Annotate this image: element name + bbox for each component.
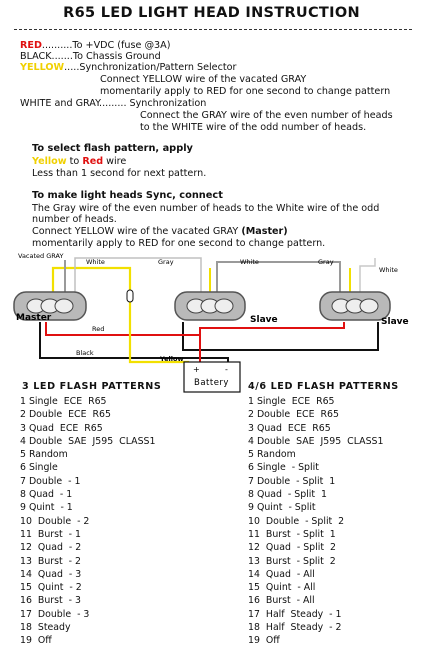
pattern-item: 5 Random: [20, 449, 68, 461]
pattern-item: 10 Double - 2: [20, 515, 90, 527]
red-wire: [45, 322, 345, 336]
pattern-item: 1 Single ECE R65: [248, 396, 335, 407]
select-wire: wire: [103, 156, 127, 167]
pattern-item: 1 Single ECE R65: [20, 396, 107, 407]
sync-line-1: The Gray wire of the even number of head…: [32, 203, 380, 214]
pattern-item: 2 Double ECE R65: [248, 409, 339, 421]
sync-heading: To make light heads Sync, connect: [32, 190, 223, 201]
white-wire-3: [359, 258, 376, 300]
label-vacated-gray: Vacated GRAY: [18, 252, 63, 260]
patterns-46led-heading: 4/6 LED FLASH PATTERNS: [248, 381, 399, 392]
pattern-item: 19 Off: [248, 635, 280, 647]
black-wire-2: [182, 322, 379, 351]
select-pattern-heading: To select flash pattern, apply: [32, 143, 193, 154]
pattern-item: 9 Quint - Split: [248, 502, 316, 514]
pattern-item: 2 Double ECE R65: [20, 409, 111, 421]
select-yellow: Yellow: [32, 156, 67, 167]
light-head-slave-2: [319, 291, 391, 321]
white-gray-line: WHITE and GRAY......... Synchronization: [20, 98, 207, 109]
wiring-diagram: Vacated GRAY White Gray White Gray White…: [13, 252, 409, 393]
red-wire-line: RED..........To +VDC (fuse @3A): [20, 40, 170, 52]
label-master: Master: [16, 313, 52, 323]
pattern-item: 14 Quad - All: [248, 568, 315, 580]
pattern-item: 17 Half Steady - 1: [248, 608, 342, 620]
sync-line-3: Connect YELLOW wire of the vacated GRAY …: [32, 226, 288, 238]
battery-minus: -: [225, 365, 228, 374]
pattern-item: 8 Quad - Split 1: [248, 489, 327, 501]
pattern-item: 18 Half Steady - 2: [248, 622, 342, 634]
pattern-item: 3 Quad ECE R65: [248, 422, 331, 434]
pattern-item: 11 Burst - Split 1: [248, 528, 336, 540]
red-wire-label: RED: [20, 40, 42, 51]
pattern-item: 7 Double - 1: [20, 475, 81, 487]
sync-master-tag: (Master): [241, 226, 288, 237]
white-gray-note-2: to the WHITE wire of the odd number of h…: [140, 122, 367, 133]
light-head-master: [13, 291, 87, 321]
label-white-2: White: [240, 258, 259, 266]
white-gray-note-1: Connect the GRAY wire of the even number…: [140, 110, 393, 121]
yellow-note-1: Connect YELLOW wire of the vacated GRAY: [100, 74, 307, 85]
fuse: [126, 289, 134, 303]
label-black: Black: [76, 349, 94, 357]
battery-label: Battery: [194, 378, 229, 388]
pattern-item: 6 Single - Split: [248, 462, 319, 474]
pattern-item: 5 Random: [248, 449, 296, 461]
label-red: Red: [92, 325, 104, 333]
gray-wire-2: [216, 261, 341, 300]
sync-line-2: number of heads.: [32, 214, 117, 225]
pattern-item: 8 Quad - 1: [20, 489, 73, 501]
title-divider: [14, 29, 412, 30]
pattern-item: 11 Burst - 1: [20, 528, 81, 540]
sync-line-4: momentarily apply to RED for one second …: [32, 238, 326, 249]
light-head-slave-1: [174, 291, 246, 321]
pattern-item: 6 Single: [20, 462, 58, 474]
yellow-wire-label: YELLOW: [20, 62, 65, 73]
pattern-item: 9 Quint - 1: [20, 502, 73, 514]
pattern-item: 4 Double SAE J595 CLASS1: [20, 435, 156, 447]
pattern-item: 16 Burst - All: [248, 595, 315, 607]
pattern-item: 3 Quad ECE R65: [20, 422, 103, 434]
select-pattern-note: Less than 1 second for next pattern.: [32, 168, 207, 179]
sync-line-3-text: Connect YELLOW wire of the vacated GRAY: [32, 226, 242, 237]
red-wire-text: ..........To +VDC (fuse @3A): [41, 40, 171, 51]
battery: [183, 361, 241, 393]
pattern-item: 13 Burst - 2: [20, 555, 81, 567]
pattern-item: 15 Quint - 2: [20, 582, 82, 594]
yellow-wire-text: .....Synchronization/Pattern Selector: [64, 62, 237, 73]
pattern-item: 18 Steady: [20, 622, 71, 634]
label-white-1: White: [86, 258, 105, 266]
pattern-item: 4 Double SAE J595 CLASS1: [248, 435, 384, 447]
pattern-item: 15 Quint - All: [248, 582, 316, 594]
yellow-wire-line: YELLOW.....Synchronization/Pattern Selec…: [20, 62, 236, 74]
pattern-item: 12 Quad - 2: [20, 542, 82, 554]
label-yellow: Yellow: [159, 355, 183, 363]
pattern-item: 17 Double - 3: [20, 608, 90, 620]
label-slave-1: Slave: [250, 315, 278, 325]
pattern-item: 13 Burst - Split 2: [248, 555, 336, 567]
label-slave-2: Slave: [381, 317, 409, 327]
label-white-3: White: [379, 266, 398, 274]
pattern-item: 19 Off: [20, 635, 52, 647]
pattern-item: 14 Quad - 3: [20, 568, 82, 580]
battery-plus: +: [193, 365, 200, 374]
label-gray-2: Gray: [318, 258, 334, 266]
yellow-note-2: momentarily apply to RED for one second …: [100, 86, 391, 97]
label-gray-1: Gray: [158, 258, 174, 266]
black-wire-line: BLACK.......To Chassis Ground: [20, 51, 161, 62]
select-pattern-instruction: Yellow to Red wire: [32, 156, 126, 168]
select-to: to: [66, 156, 83, 167]
pattern-item: 16 Burst - 3: [20, 595, 81, 607]
gray-wire-1: [74, 257, 202, 300]
pattern-item: 10 Double - Split 2: [248, 515, 345, 527]
select-red: Red: [82, 156, 104, 167]
page-title: R65 LED LIGHT HEAD INSTRUCTION: [63, 5, 360, 21]
pattern-item: 7 Double - Split 1: [248, 475, 336, 487]
pattern-item: 12 Quad - Split 2: [248, 542, 336, 554]
patterns-3led-heading: 3 LED FLASH PATTERNS: [22, 381, 162, 392]
